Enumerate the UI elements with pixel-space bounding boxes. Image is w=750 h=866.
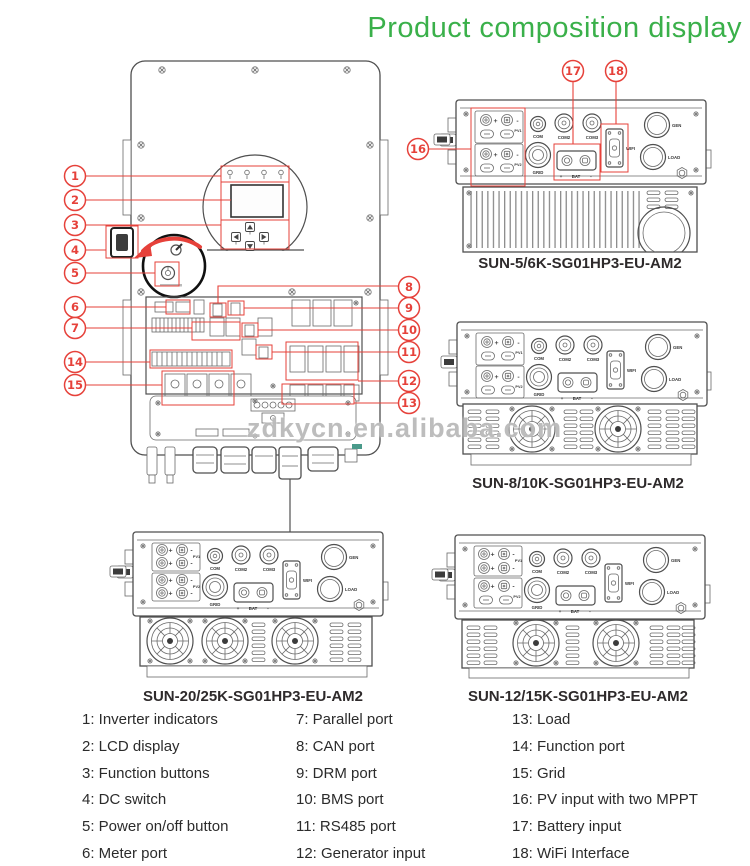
svg-text:17: 17 — [565, 64, 581, 78]
callout-9: 9 — [397, 296, 421, 320]
legend-item-13: 13: Load — [512, 711, 571, 728]
svg-text:15: 15 — [67, 378, 83, 392]
power-button — [160, 265, 176, 281]
callout-10: 10 — [397, 318, 421, 342]
model-caption-sun-5-6k: SUN-5/6K-SG01HP3-EU-AM2 — [478, 255, 682, 272]
watermark: zdkycn.en.alibaba.com — [247, 413, 563, 443]
callout-3: 3 — [63, 213, 87, 237]
svg-text:8: 8 — [405, 280, 413, 294]
svg-text:4: 4 — [71, 243, 79, 257]
svg-text:1: 1 — [71, 169, 79, 183]
heatsink-sun-8-10k — [462, 403, 698, 466]
legend-item-17: 17: Battery input — [512, 818, 622, 836]
legend-item-7: 7: Parallel port — [296, 711, 393, 728]
legend-item-5: 5: Power on/off button — [82, 818, 229, 836]
svg-text:18: 18 — [608, 64, 624, 78]
callouts: 1 2 3 4 5 6 7 14 15 8 9 10 11 12 13 16 1… — [63, 59, 628, 415]
legend-item-3: 3: Function buttons — [82, 764, 210, 782]
callout-target-boxes-sun56 — [470, 107, 629, 187]
diagram-sun-20-25k — [109, 532, 389, 678]
callout-8: 8 — [397, 275, 421, 299]
callout-16: 16 — [406, 137, 430, 161]
legend-item-2: 2: LCD display — [82, 737, 180, 755]
heatsink-sun-12-15k — [461, 619, 696, 679]
callout-1: 1 — [63, 164, 87, 188]
svg-text:14: 14 — [67, 355, 83, 369]
svg-text:7: 7 — [71, 321, 79, 335]
legend-item-12: 12: Generator input — [296, 844, 426, 862]
callout-18: 18 — [604, 59, 628, 83]
callout-15: 15 — [63, 373, 87, 397]
legend-item-14: 14: Function port — [512, 737, 625, 755]
display-panel — [200, 154, 310, 261]
legend-column-3: 13: Load 14: Function port 15: Grid 16: … — [512, 707, 698, 866]
svg-text:3: 3 — [71, 218, 79, 232]
callout-2: 2 — [63, 188, 87, 212]
callout-5: 5 — [63, 261, 87, 285]
callout-13: 13 — [397, 391, 421, 415]
svg-text:9: 9 — [405, 301, 413, 315]
callout-12: 12 — [397, 369, 421, 393]
svg-text:10: 10 — [401, 323, 417, 337]
callout-11: 11 — [397, 340, 421, 364]
callout-7: 7 — [63, 316, 87, 340]
callout-14: 14 — [63, 350, 87, 374]
dc-switch — [110, 227, 134, 258]
inverter-front-view — [105, 60, 389, 545]
bottom-cover — [149, 395, 357, 441]
heatsink-sun-20-25k — [139, 616, 373, 678]
model-caption-sun-8-10k: SUN-8/10K-SG01HP3-EU-AM2 — [472, 475, 684, 492]
svg-text:5: 5 — [71, 266, 79, 280]
diagram-sun-5-6k — [433, 100, 712, 253]
indicator-leds — [227, 169, 284, 179]
model-caption-sun-20-25k: SUN-20/25K-SG01HP3-EU-AM2 — [142, 688, 364, 705]
callout-leader-lines — [86, 82, 617, 404]
page-title: Product composition display — [367, 12, 742, 44]
legend-item-8: 8: CAN port — [296, 737, 375, 755]
lcd-display — [230, 184, 284, 218]
legend-item-16: 16: PV input with two MPPT — [512, 791, 698, 809]
callout-17: 17 — [561, 59, 585, 83]
legend-item-18: 18: WiFi Interface — [512, 844, 630, 862]
model-caption-sun-12-15k: SUN-12/15K-SG01HP3-EU-AM2 — [467, 688, 689, 705]
legend-item-4: 4: DC switch — [82, 791, 167, 809]
legend-item-15: 15: Grid — [512, 764, 566, 782]
callout-target-boxes — [105, 165, 359, 406]
cable-glands — [146, 444, 362, 545]
legend-item-10: 10: BMS port — [296, 791, 384, 809]
legend-item-6: 6: Meter port — [82, 844, 168, 862]
legend-item-1: 1: Inverter indicators — [82, 711, 218, 728]
svg-text:11: 11 — [401, 345, 417, 359]
diagram-sun-8-10k — [440, 322, 712, 466]
heatsink-sun-5-6k — [462, 186, 698, 253]
legend-column-2: 7: Parallel port 8: CAN port 9: DRM port… — [296, 707, 425, 866]
callout-4: 4 — [63, 238, 87, 262]
legend-item-11: 11: RS485 port — [296, 818, 396, 836]
diagram-sun-12-15k — [431, 535, 711, 679]
legend-item-9: 9: DRM port — [296, 764, 377, 782]
svg-text:16: 16 — [410, 142, 426, 156]
svg-text:6: 6 — [71, 300, 79, 314]
svg-text:12: 12 — [401, 374, 417, 388]
function-buttons — [231, 222, 269, 251]
callout-6: 6 — [63, 295, 87, 319]
svg-text:2: 2 — [71, 193, 79, 207]
legend-column-1: 1: Inverter indicators 2: LCD display 3:… — [82, 707, 229, 866]
svg-text:13: 13 — [401, 396, 417, 410]
